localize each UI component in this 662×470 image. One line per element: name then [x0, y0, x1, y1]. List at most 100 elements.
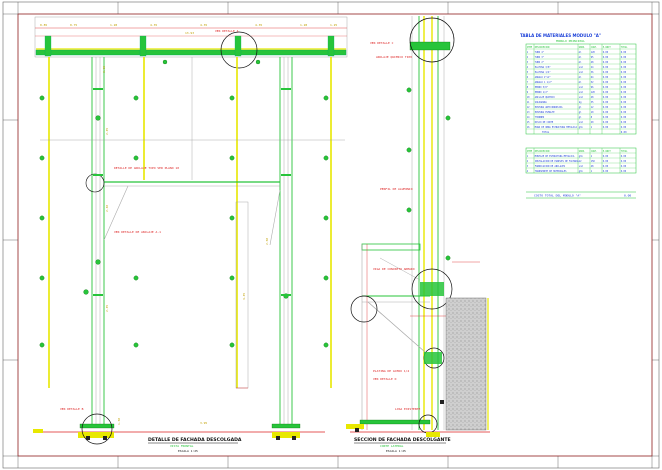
materials-table-cell: 95 — [591, 56, 594, 59]
materials-table-title: TABLA DE MATERIALES MODULO "A" — [520, 33, 601, 38]
materials-table-cell: 0.00 — [621, 61, 627, 64]
materials-table-cell: ml — [579, 51, 582, 54]
section-base-plate — [359, 419, 431, 425]
materials-table-cell: und — [579, 86, 584, 89]
detail-callout-b — [81, 413, 113, 445]
concrete-wall — [445, 297, 487, 431]
labor-table-cell: 0.00 — [603, 155, 609, 158]
materials-table-cell: 4 — [527, 66, 529, 69]
materials-table-cell: und — [579, 121, 584, 124]
top-dim-8: 1.25 — [330, 23, 337, 27]
detail-callout-top — [220, 31, 258, 69]
front-view-subtitle: VISTA FRONTAL — [170, 444, 194, 448]
materials-table-header: P.UNIT — [603, 46, 612, 49]
materials-table-header: UNID. — [579, 46, 586, 49]
materials-table-cell: 0.00 — [621, 111, 627, 114]
materials-table-cell: ANCLAJE QUIMICO — [535, 96, 555, 99]
main-beam — [35, 49, 347, 56]
materials-table-cell: ml — [579, 81, 582, 84]
section-note-c: VER DETALLE C — [370, 41, 394, 45]
vdim-7: 1.60 — [117, 418, 121, 425]
labor-table-cell: und — [579, 165, 584, 168]
materials-table-cell: 0.00 — [621, 126, 627, 129]
labor-table-cell: 0.00 — [621, 165, 627, 168]
materials-table-cell: 0.00 — [621, 101, 627, 104]
materials-table-cell: 2 — [527, 56, 529, 59]
section-view-scale: ESCALA 1:25 — [386, 449, 406, 453]
materials-table-cell: gl — [579, 116, 582, 119]
labor-table-cell: 0.00 — [621, 170, 627, 173]
materials-table-cell: 10 — [591, 111, 594, 114]
top-dim-1: 0.85 — [40, 23, 47, 27]
materials-table-cell: 0.00 — [621, 91, 627, 94]
materials-table-cell: glb — [579, 126, 584, 129]
materials-table-header: ITEM — [527, 46, 533, 49]
labor-table-cell: 1 — [591, 170, 593, 173]
section-view-subtitle: CORTE LATERAL — [380, 444, 404, 448]
materials-table-cell: und — [579, 71, 584, 74]
materials-table-cell: 0.00 — [621, 66, 627, 69]
materials-table-cell: 35 — [591, 101, 594, 104]
top-dim-2: 0.75 — [70, 23, 77, 27]
materials-table-cell: 7 — [527, 81, 529, 84]
materials-table-cell: TUBO 2" — [535, 61, 544, 64]
materials-table-cell: 5 — [527, 71, 529, 74]
bottom-dim: 3.95 — [200, 421, 207, 425]
vdim-2: 2.45 — [105, 128, 109, 135]
vdim-5: 2.45 — [105, 305, 109, 312]
detail-callout-d — [411, 268, 453, 310]
labor-table-header: TOTAL — [621, 150, 628, 153]
section-note-platina: PLATINA DE ACERO 1/4 — [373, 369, 409, 373]
materials-table-cell: und — [579, 91, 584, 94]
materials-table-cell: 24 — [591, 66, 594, 69]
front-view: 0.85 0.75 1.28 4.35 4.35 4.35 1.28 1.25 … — [33, 16, 348, 453]
top-dim-5: 4.35 — [200, 23, 207, 27]
materials-table-cell: 15 — [527, 121, 530, 124]
materials-table-cell: SOLDADURA — [535, 101, 548, 104]
materials-table-cell: gl — [579, 106, 582, 109]
labor-table-cell: MONTAJE DE ESTRUCTURA METALICA — [535, 155, 575, 158]
labor-table-cell: 150 — [591, 160, 596, 163]
materials-table-cell: 0.00 — [603, 121, 609, 124]
materials-table-cell: 0.00 — [621, 86, 627, 89]
top-beam-outline — [34, 16, 348, 58]
materials-table-cell: 0.00 — [603, 76, 609, 79]
materials-table-cell: 0.00 — [603, 66, 609, 69]
top-dim-3: 1.28 — [110, 23, 117, 27]
column-head-2 — [139, 35, 147, 57]
materials-table-cell: 0.00 — [603, 116, 609, 119]
vdim-1: 3.60 — [102, 66, 106, 73]
labor-table-cell: 0.00 — [603, 170, 609, 173]
materials-table-cell: 8 — [527, 86, 529, 89]
materials-table-cell: PLATINA 3/8" — [535, 66, 551, 69]
detail-callout-a — [85, 173, 105, 193]
materials-table-cell: 0.00 — [603, 111, 609, 114]
labor-table-frame — [525, 147, 637, 174]
labor-table-header: UNID. — [579, 150, 586, 153]
materials-table-cell: 1 — [527, 51, 529, 54]
labor-table-cell: INSTALACION DE PANELES DE FACHADA — [535, 160, 579, 163]
materials-table-cell: TUBO 3" — [535, 56, 544, 59]
detail-callout-c — [409, 17, 455, 63]
materials-table-cell: kg — [579, 101, 582, 104]
labor-table-cell: 0.00 — [621, 160, 627, 163]
materials-table-cell: 6 — [527, 76, 529, 79]
labor-table-cell: 0.00 — [603, 160, 609, 163]
materials-table-cell: 20 — [591, 121, 594, 124]
materials-table-cell: 96 — [591, 86, 594, 89]
materials-table-cell: 0.00 — [621, 96, 627, 99]
materials-table-cell: gl — [579, 111, 582, 114]
materials-table-cell: 52 — [591, 81, 594, 84]
materials-table-cell: 0.00 — [621, 121, 627, 124]
materials-table-cell: MANO DE OBRA ESTRUCTURA METALICA — [535, 126, 578, 129]
section-note-anclaje: ANCLAJE QUIMICO TIPO — [376, 55, 412, 59]
materials-table-cell: 0.00 — [603, 91, 609, 94]
materials-table-cell: und — [579, 66, 584, 69]
materials-table-cell: ANGULO 2"x2" — [535, 76, 551, 79]
materials-table-total-value: 0.00 — [621, 131, 627, 134]
top-dim-6: 4.35 — [255, 23, 262, 27]
materials-table-cell: 0.00 — [603, 51, 609, 54]
grand-total: COSTO TOTAL DEL MODULO "A" 0.00 — [526, 191, 636, 199]
